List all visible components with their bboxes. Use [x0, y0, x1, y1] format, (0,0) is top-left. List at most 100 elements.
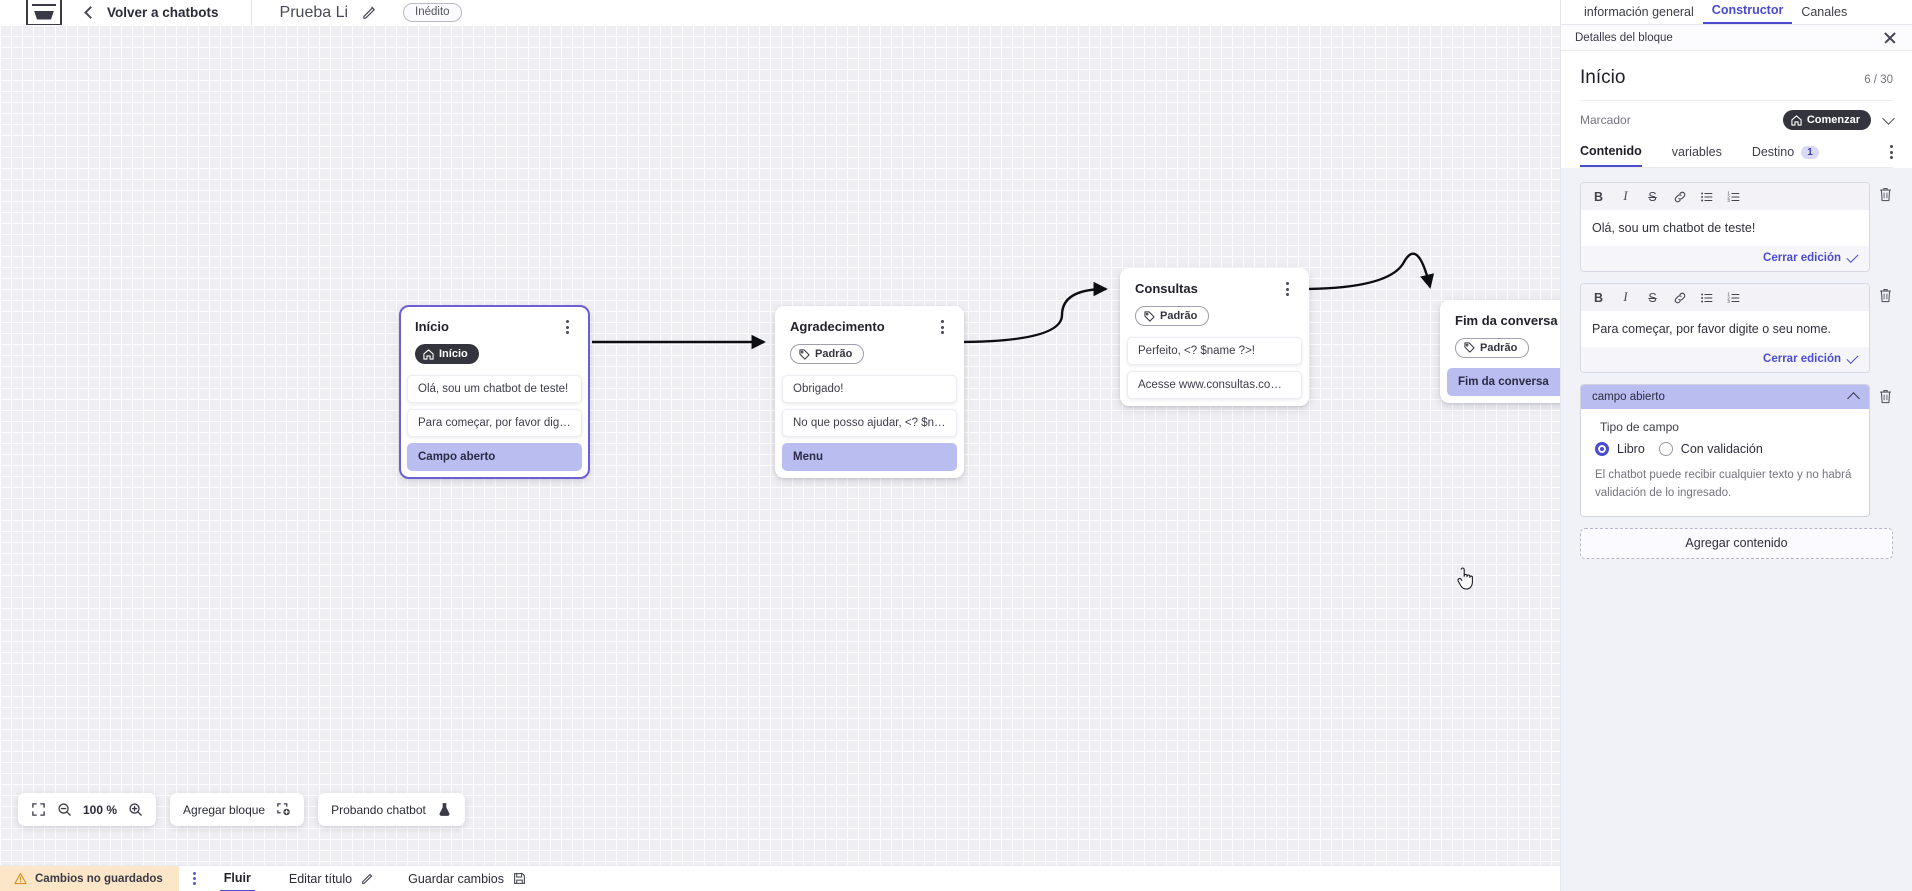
zoom-out-icon[interactable] [57, 802, 72, 817]
block-title: Início [1580, 67, 1626, 88]
tab-variables[interactable]: variables [1672, 145, 1722, 166]
tag-icon [1144, 310, 1155, 322]
flow-canvas[interactable]: Início Início Olá, sou um chatbot de tes… [0, 25, 1560, 866]
node-messages: Obrigado! No que posso ajudar, <? $name … [775, 374, 964, 471]
flow-node[interactable]: Fim da conversa Padrão Fim da conversa [1440, 300, 1560, 404]
node-message[interactable]: Acesse www.consultas.com par... [1127, 370, 1302, 399]
tab-variables-label: variables [1671, 145, 1722, 159]
more-options-icon[interactable] [192, 872, 196, 885]
flow-node[interactable]: Agradecimento Padrão Obrigado! No que po… [775, 306, 964, 478]
save-changes-button[interactable]: Guardar cambios [408, 872, 526, 886]
node-message[interactable]: Olá, sou um chatbot de teste! [407, 374, 582, 403]
flow-node[interactable]: Consultas Padrão Perfeito, <? $name ?>! … [1120, 268, 1309, 406]
node-badge-label: Padrão [815, 348, 853, 360]
more-options-icon[interactable] [935, 319, 949, 335]
node-title: Fim da conversa [1455, 313, 1558, 328]
italic-icon[interactable]: I [1623, 290, 1628, 305]
node-message[interactable]: Para começar, por favor digite o ... [407, 408, 582, 437]
editor-text[interactable]: Para começar, por favor digite o seu nom… [1581, 311, 1869, 348]
pencil-icon[interactable] [362, 5, 377, 20]
link-icon[interactable] [1666, 186, 1693, 207]
radio-con-validacion[interactable]: Con validación [1658, 442, 1763, 457]
node-message[interactable]: Obrigado! [782, 374, 957, 403]
fit-screen-icon[interactable] [31, 802, 46, 817]
editor-text[interactable]: Olá, sou um chatbot de teste! [1581, 210, 1869, 247]
tab-contenido[interactable]: Contenido [1580, 144, 1642, 167]
more-options-icon[interactable] [1890, 145, 1893, 166]
tab-flow[interactable]: Fluir [219, 866, 255, 891]
radio-libre[interactable]: Libro [1595, 442, 1645, 457]
trash-icon[interactable] [1878, 287, 1893, 304]
check-icon [1846, 351, 1859, 364]
node-message[interactable]: No que posso ajudar, <? $name ... [782, 408, 957, 437]
block-details-panel: información general Constructor Canales … [1560, 0, 1912, 891]
add-block-button[interactable]: Agregar bloque [170, 793, 305, 826]
node-badge-start[interactable]: Início [415, 344, 479, 364]
node-field[interactable]: Fim da conversa [1447, 368, 1560, 397]
link-icon[interactable] [1666, 287, 1693, 308]
bullet-list-icon[interactable] [1693, 186, 1720, 207]
node-badge-default[interactable]: Padrão [790, 344, 865, 364]
more-options-icon[interactable] [560, 319, 574, 335]
flow-node[interactable]: Início Início Olá, sou um chatbot de tes… [399, 305, 590, 479]
chevron-down-icon[interactable] [1882, 111, 1895, 125]
italic-icon[interactable]: I [1623, 189, 1628, 203]
node-badge-default[interactable]: Padrão [1455, 337, 1530, 358]
node-field[interactable]: Menu [782, 442, 957, 471]
field-type-options: Libro Con validación [1595, 442, 1855, 457]
add-content-button[interactable]: Agregar contenido [1580, 527, 1893, 559]
bullet-list-icon[interactable] [1693, 287, 1720, 308]
save-disk-icon [514, 873, 525, 884]
node-messages: Perfeito, <? $name ?>! Acesse www.consul… [1120, 336, 1309, 399]
radio-unselected-icon [1658, 442, 1673, 457]
strikethrough-icon[interactable]: S [1648, 189, 1657, 204]
node-message[interactable]: Perfeito, <? $name ?>! [1127, 336, 1302, 365]
node-field[interactable]: Campo aberto [407, 442, 582, 471]
open-field-card[interactable]: campo abierto Tipo de campo Libro [1580, 384, 1870, 517]
tab-overview[interactable]: información general [1584, 5, 1694, 19]
strikethrough-icon[interactable]: S [1648, 290, 1657, 305]
app-logo-icon[interactable] [26, 0, 62, 25]
node-badge-label: Padrão [1480, 341, 1518, 354]
node-badge-row: Padrão [1120, 297, 1309, 327]
zoom-in-icon[interactable] [128, 802, 143, 817]
block-count: 6 / 30 [1864, 74, 1893, 86]
status-badge: Inédito [403, 3, 462, 22]
panel-top-tabs: información general Constructor Canales [1561, 0, 1912, 25]
tag-icon [799, 348, 810, 360]
more-options-icon[interactable] [1280, 281, 1294, 297]
canvas-toolbar: 100 % Agregar bloque Probando chatbot [18, 793, 465, 826]
close-edit-button[interactable]: Cerrar edición [1763, 250, 1859, 264]
chevron-left-icon[interactable] [84, 6, 97, 19]
field-card-header[interactable]: campo abierto [1581, 385, 1869, 410]
header-divider [250, 0, 252, 25]
check-icon [1846, 250, 1859, 263]
panel-content-tabs: Contenido variables Destino 1 [1580, 144, 1893, 168]
close-edit-button[interactable]: Cerrar edición [1763, 351, 1859, 366]
tab-constructor[interactable]: Constructor [1702, 3, 1793, 24]
node-badge-row: Início [400, 335, 589, 365]
edit-title-button[interactable]: Editar título [289, 872, 374, 886]
editor-footer: Cerrar edición [1581, 246, 1869, 272]
close-edit-label: Cerrar edición [1763, 353, 1841, 366]
pencil-icon [362, 873, 373, 884]
bold-icon[interactable]: B [1593, 290, 1604, 305]
back-to-chatbots-link[interactable]: Volver a chatbots [107, 5, 219, 20]
node-badge-default[interactable]: Padrão [1135, 306, 1210, 326]
close-icon[interactable] [1882, 30, 1898, 46]
marker-value-label: Comenzar [1806, 114, 1860, 126]
test-chatbot-button[interactable]: Probando chatbot [318, 793, 465, 826]
bold-icon[interactable]: B [1593, 189, 1604, 204]
divider [1580, 100, 1893, 101]
chevron-up-icon[interactable] [1847, 392, 1860, 406]
tab-channels[interactable]: Canales [1801, 5, 1848, 19]
tab-destino[interactable]: Destino 1 [1752, 145, 1819, 166]
trash-icon[interactable] [1878, 186, 1893, 203]
marker-value-badge[interactable]: Comenzar [1782, 110, 1871, 130]
trash-icon[interactable] [1878, 388, 1893, 405]
